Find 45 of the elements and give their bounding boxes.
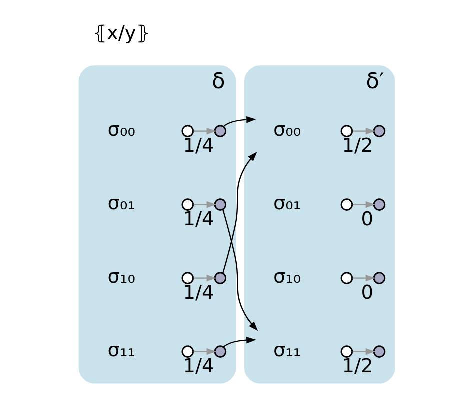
node-circle — [182, 198, 194, 211]
node-label: 1/4 — [183, 208, 214, 231]
arrow — [352, 274, 376, 282]
node-circle — [340, 198, 354, 211]
node-circle — [182, 346, 194, 358]
node-text: σ₀₀ — [108, 118, 136, 141]
node-circle — [373, 198, 386, 211]
node-circle — [182, 272, 194, 284]
node-text: σ₁₀ — [108, 264, 136, 288]
node-label: 1/2 — [342, 134, 374, 158]
node-label: 1/4 — [183, 281, 214, 304]
arrow — [352, 201, 376, 208]
node-circle — [340, 125, 354, 138]
label: ⦃x/y⦄ — [92, 21, 150, 44]
node-text: σ₁₀ — [273, 264, 302, 288]
node-circle — [373, 272, 386, 284]
arrow — [222, 210, 258, 332]
node-label: 1/4 — [183, 134, 214, 158]
arrow — [223, 116, 256, 128]
node-label: 1/2 — [342, 354, 374, 378]
node-text: σ₀₀ — [273, 118, 302, 141]
node-text: σ₀₁ — [273, 191, 302, 214]
node-circle — [214, 346, 227, 358]
node-label: 0 — [361, 281, 374, 304]
node-circle — [214, 125, 227, 138]
node-circle — [182, 125, 194, 138]
node-text: σ₁₁ — [273, 338, 302, 362]
node-label: 1/4 — [183, 354, 214, 378]
arrow — [194, 274, 216, 282]
arrow — [222, 152, 258, 274]
node-text: σ₀₁ — [108, 191, 136, 214]
node-text: σ₁₁ — [108, 338, 136, 362]
node-circle — [340, 346, 354, 358]
node-circle — [373, 125, 386, 138]
arrow — [194, 128, 216, 135]
node-circle — [373, 346, 386, 358]
arrow — [352, 128, 376, 135]
arrow — [223, 336, 256, 348]
arrow — [194, 201, 216, 208]
arrow — [352, 348, 376, 356]
node-circle — [340, 272, 354, 284]
node-circle — [214, 198, 227, 211]
node-circle — [214, 272, 227, 284]
node-label: 0 — [361, 208, 374, 231]
arrow — [194, 348, 216, 356]
